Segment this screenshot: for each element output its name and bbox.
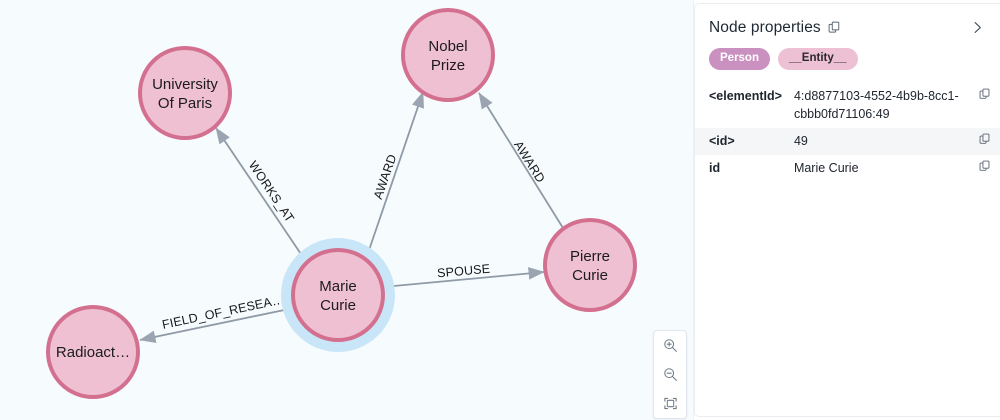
zoom-out-button[interactable] bbox=[654, 360, 686, 389]
property-value-elementid: 4:d8877103-4552-4b9b-8cc1-cbbb0fd71106:4… bbox=[793, 88, 959, 121]
zoom-out-icon bbox=[663, 368, 677, 381]
copy-icon[interactable] bbox=[966, 155, 1000, 182]
copy-icon[interactable] bbox=[966, 128, 1000, 155]
relationship-label-works-at: WORKS_AT bbox=[246, 158, 297, 225]
relationship-spouse[interactable]: SPOUSE bbox=[382, 262, 545, 288]
node-properties-table: <elementId> 4:d8877103-4552-4b9b-8cc1-cb… bbox=[695, 83, 1000, 183]
node-label-chip-entity[interactable]: __Entity__ bbox=[778, 48, 858, 70]
table-row: id Marie Curie bbox=[695, 155, 1000, 182]
copy-icon-glyph bbox=[979, 133, 990, 144]
zoom-controls bbox=[653, 330, 687, 419]
graph-node-radioactivity[interactable]: Radioact… bbox=[46, 305, 140, 399]
copy-icon[interactable] bbox=[828, 21, 841, 34]
relationship-award-marie[interactable]: AWARD bbox=[365, 91, 424, 260]
panel-title: Node properties bbox=[709, 18, 821, 36]
chevron-right-icon-glyph bbox=[974, 22, 981, 33]
copy-icon-glyph bbox=[828, 21, 840, 33]
relationship-field-of-research[interactable]: FIELD_OF_RESEA… bbox=[139, 292, 295, 344]
relationship-label-field-of-research: FIELD_OF_RESEA… bbox=[161, 292, 286, 332]
graph-canvas[interactable]: WORKS_AT AWARD AWARD SPOUSE bbox=[0, 0, 693, 420]
zoom-in-icon bbox=[663, 339, 677, 352]
relationship-label-spouse: SPOUSE bbox=[436, 262, 490, 281]
property-key-id: id bbox=[709, 161, 721, 176]
relationship-works-at[interactable]: WORKS_AT bbox=[215, 127, 308, 264]
graph-node-marie-curie[interactable]: Marie Curie bbox=[281, 238, 395, 352]
relationship-label-award-pierre: AWARD bbox=[511, 138, 548, 185]
relationship-label-award-marie: AWARD bbox=[371, 152, 399, 201]
table-row: <elementId> 4:d8877103-4552-4b9b-8cc1-cb… bbox=[695, 83, 1000, 128]
node-properties-panel: Node properties Person __Entity__ bbox=[693, 0, 1000, 420]
copy-icon-glyph bbox=[979, 160, 990, 171]
fit-to-view-icon bbox=[663, 397, 677, 410]
property-key-elementid: <elementId> bbox=[709, 88, 782, 103]
copy-icon[interactable] bbox=[966, 83, 1000, 128]
relationship-award-pierre[interactable]: AWARD bbox=[478, 92, 564, 229]
zoom-in-button[interactable] bbox=[654, 331, 686, 360]
property-value-id: Marie Curie bbox=[793, 161, 859, 176]
graph-node-pierre-curie[interactable]: Pierre Curie bbox=[543, 218, 637, 312]
graph-svg: WORKS_AT AWARD AWARD SPOUSE bbox=[46, 8, 637, 399]
copy-icon-glyph bbox=[979, 88, 990, 99]
chevron-right-icon[interactable] bbox=[968, 18, 987, 37]
property-key-id-internal: <id> bbox=[709, 133, 735, 148]
graph-node-university-of-paris[interactable]: University Of Paris bbox=[138, 46, 232, 140]
node-label-chip-person[interactable]: Person bbox=[709, 48, 770, 70]
property-value-id-internal: 49 bbox=[793, 133, 808, 148]
node-label-chips: Person __Entity__ bbox=[695, 37, 1000, 70]
table-row: <id> 49 bbox=[695, 127, 1000, 156]
fit-to-view-button[interactable] bbox=[654, 389, 686, 418]
panel-inner: Node properties Person __Entity__ bbox=[694, 3, 1000, 417]
graph-node-nobel-prize[interactable]: Nobel Prize bbox=[401, 8, 495, 102]
panel-header: Node properties bbox=[695, 4, 1000, 37]
